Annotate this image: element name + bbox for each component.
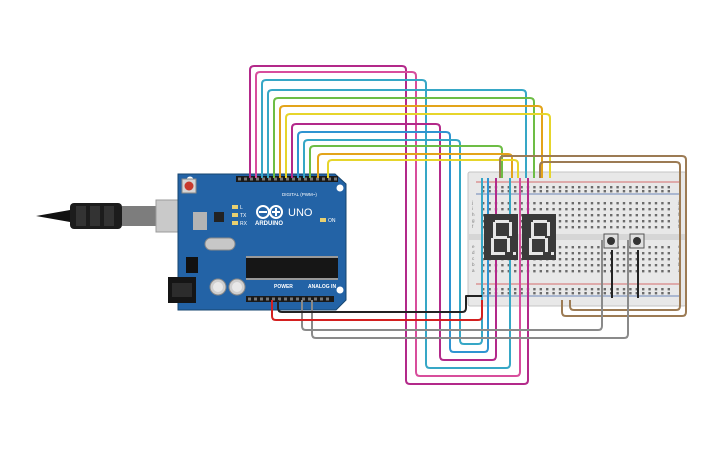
board-brand: ARDUINO <box>255 221 283 227</box>
regulator <box>186 257 198 273</box>
svg-text:a: a <box>472 268 475 273</box>
wire-pin4[interactable] <box>303 139 483 345</box>
arduino-uno-board[interactable]: L TX RX ON ARDUINO UNO DIGITAL (PWM~) PO… <box>168 173 347 311</box>
svg-text:j: j <box>471 200 473 205</box>
svg-text:j: j <box>677 200 679 205</box>
led-label-l: L <box>240 205 243 211</box>
svg-text:h: h <box>472 212 475 217</box>
capacitor <box>228 278 246 296</box>
seven-segment-display[interactable] <box>484 214 518 260</box>
capacitor <box>209 278 227 296</box>
seven-segment-display[interactable] <box>522 214 556 260</box>
push-button-icon[interactable] <box>629 233 645 249</box>
wire-pin6[interactable] <box>291 123 497 361</box>
power-label: POWER <box>274 284 293 290</box>
wire-pin13[interactable] <box>249 65 529 385</box>
wire-pin8[interactable] <box>279 105 543 178</box>
arduino-logo-icon <box>256 205 283 219</box>
wire-gnd[interactable] <box>277 295 482 313</box>
wire-pin12[interactable] <box>255 71 521 377</box>
wire-pin3[interactable] <box>309 145 503 178</box>
reset-button-icon[interactable] <box>181 178 197 194</box>
wire-brown-inner[interactable] <box>539 161 681 311</box>
wire-grey-a1[interactable] <box>311 240 629 339</box>
crystal <box>204 237 236 251</box>
wire-group[interactable] <box>249 65 687 385</box>
svg-text:g: g <box>472 218 475 223</box>
wire-pin7[interactable] <box>285 113 551 178</box>
usb-cable-icon[interactable] <box>36 199 197 233</box>
wire-grey-a0[interactable] <box>301 240 603 331</box>
wire-5v[interactable] <box>271 300 483 321</box>
wire-brown-outer[interactable] <box>499 155 687 317</box>
svg-text:f: f <box>472 224 474 229</box>
digital-label: DIGITAL (PWM~) <box>282 192 317 197</box>
wire-pin5[interactable] <box>297 131 489 353</box>
push-button-icon[interactable] <box>603 233 619 249</box>
board-model: UNO <box>288 207 313 219</box>
mount-hole <box>336 286 344 294</box>
seven-segment-icon[interactable] <box>484 214 556 260</box>
svg-text:c: c <box>472 256 475 261</box>
mount-hole <box>336 184 344 192</box>
led-label-rx: RX <box>240 221 248 227</box>
on-led-label: ON <box>328 218 336 224</box>
svg-text:i: i <box>472 206 473 211</box>
svg-text:d: d <box>472 250 475 255</box>
usb-socket <box>193 212 207 230</box>
atmega-chip <box>246 256 338 280</box>
wire-pin9[interactable] <box>273 97 535 178</box>
svg-text:b: b <box>472 262 475 267</box>
power-header <box>246 296 334 302</box>
led-label-tx: TX <box>240 213 247 219</box>
digital-header <box>236 176 338 182</box>
wire-pin10[interactable] <box>267 89 527 178</box>
svg-text:e: e <box>472 244 475 249</box>
ic-small <box>214 212 224 222</box>
wire-pin11[interactable] <box>261 79 511 369</box>
svg-text:i: i <box>678 206 679 211</box>
wire-pin1[interactable] <box>327 159 519 178</box>
analog-label: ANALOG IN <box>308 284 336 290</box>
